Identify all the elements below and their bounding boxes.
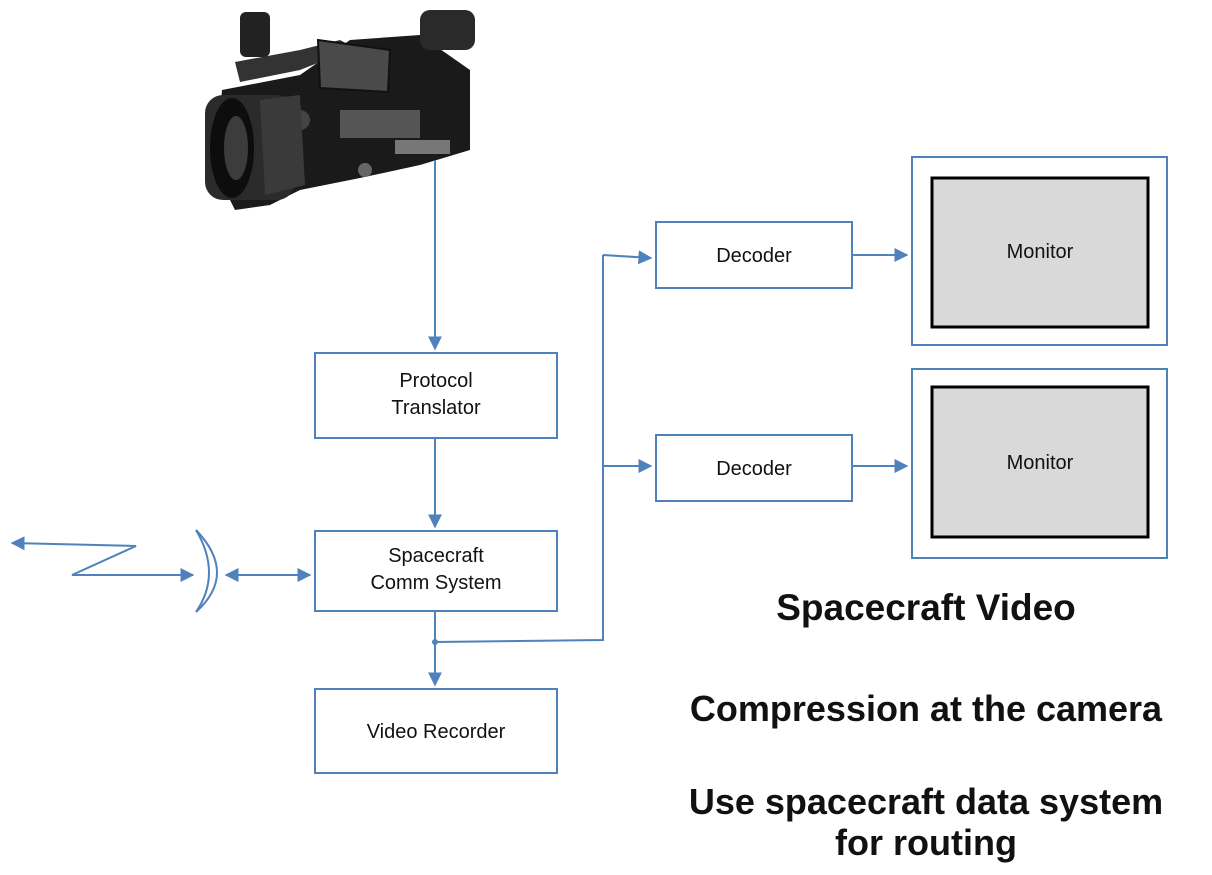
monitor-top-screen: [930, 176, 1150, 329]
caption-title: Spacecraft Video: [776, 587, 1076, 628]
radio-link-icon: [10, 536, 195, 582]
decoder-top-label: Decoder: [716, 245, 792, 267]
monitor-bottom-label: Monitor: [1007, 452, 1074, 474]
video-recorder-box: Video Recorder: [314, 688, 558, 774]
caption-compression: Compression at the camera: [689, 688, 1163, 729]
caption-routing-1: Use spacecraft data system: [688, 781, 1164, 822]
comm-system-label-2: Comm System: [370, 572, 501, 594]
antenna-dish-icon: [195, 529, 218, 613]
decoder-top-box: Decoder: [655, 221, 853, 289]
decoder-bottom-box: Decoder: [655, 434, 853, 502]
video-camera-icon: [205, 10, 475, 210]
comm-system-label-1: Spacecraft: [388, 545, 484, 567]
monitor-bottom: Monitor: [911, 368, 1168, 559]
protocol-translator-box: Protocol Translator: [314, 352, 558, 439]
caption-routing-2: for routing: [835, 822, 1017, 863]
comm-system-box: Spacecraft Comm System: [314, 530, 558, 612]
monitor-top: Monitor: [911, 156, 1168, 346]
protocol-translator-label-2: Translator: [391, 397, 481, 419]
monitor-bottom-screen: [930, 385, 1150, 539]
decoder-bottom-label: Decoder: [716, 458, 792, 480]
routing-trunk-line: [434, 255, 604, 643]
video-recorder-label: Video Recorder: [367, 721, 506, 743]
trunk-to-decoder-top-arrow: [602, 250, 653, 265]
monitor-top-label: Monitor: [1007, 241, 1074, 263]
protocol-translator-label-1: Protocol: [399, 370, 472, 392]
